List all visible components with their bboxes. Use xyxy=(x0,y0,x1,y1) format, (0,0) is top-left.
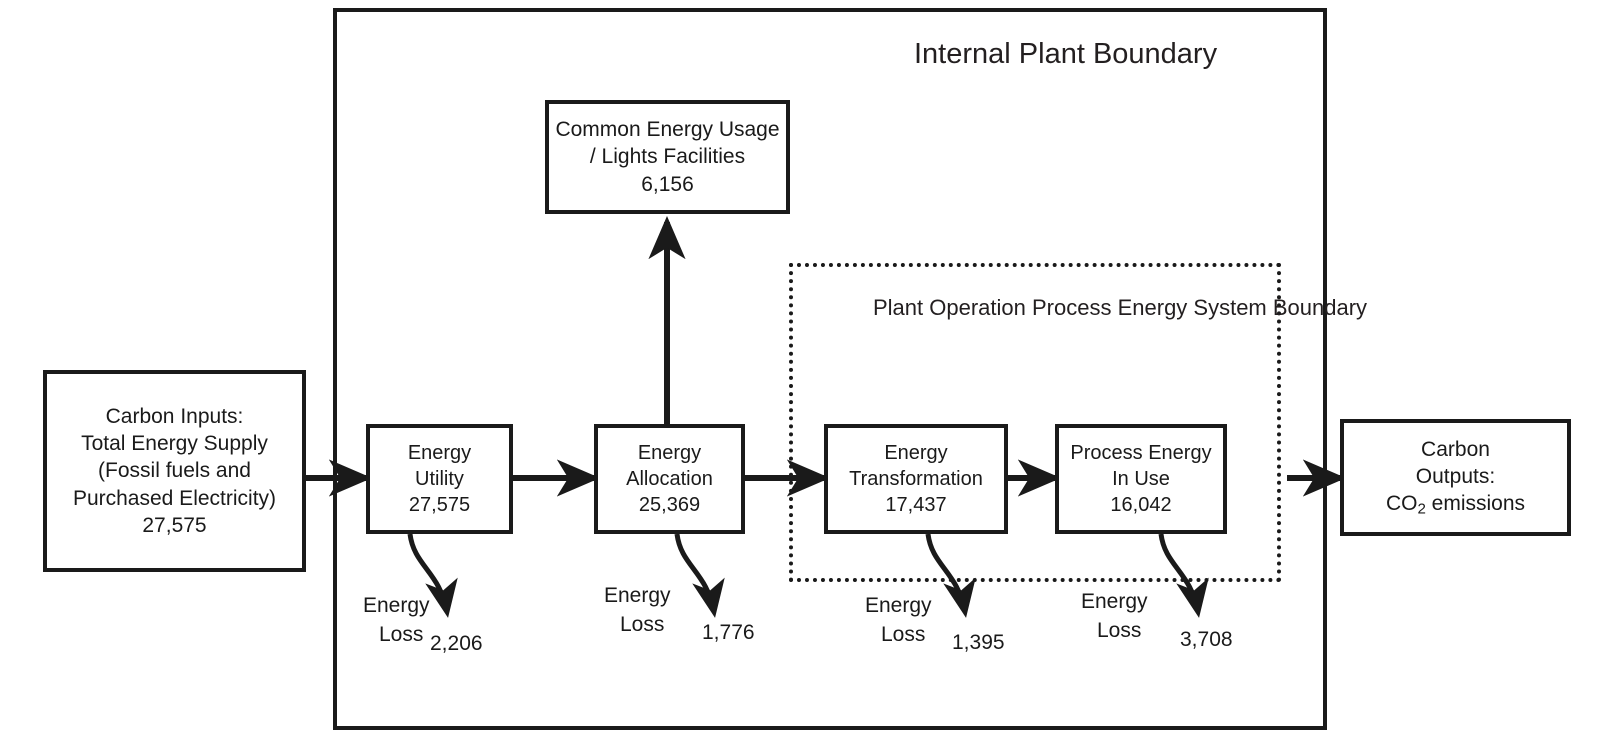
dotted-boundary-title-line2: Energy System Boundary xyxy=(1117,295,1368,320)
loss-transformation-word1: Energy xyxy=(865,594,932,617)
energy-transformation-line1: Energy xyxy=(884,442,948,464)
loss-label-allocation: Energy Loss xyxy=(604,582,671,640)
carbon-outputs-line3: CO2 emissions xyxy=(1386,490,1525,519)
carbon-inputs-value: 27,575 xyxy=(142,513,207,537)
energy-utility-line2: Utility xyxy=(415,468,464,490)
node-energy-allocation: Energy Allocation 25,369 xyxy=(594,424,745,534)
carbon-outputs-co2-pre: CO xyxy=(1385,492,1418,516)
node-process-energy-in-use: Process Energy In Use 16,042 xyxy=(1055,424,1227,534)
carbon-inputs-line4: Purchased Electricity) xyxy=(72,486,277,510)
internal-plant-boundary xyxy=(333,8,1327,730)
loss-value-utility: 2,206 xyxy=(430,632,483,655)
energy-transformation-value: 17,437 xyxy=(885,494,947,516)
plant-operation-process-boundary-title: Plant Operation Process Energy System Bo… xyxy=(873,293,1367,322)
process-energy-value: 16,042 xyxy=(1110,494,1172,516)
energy-utility-line1: Energy xyxy=(407,442,472,464)
loss-process-word1: Energy xyxy=(1081,590,1148,613)
carbon-inputs-line3: (Fossil fuels and xyxy=(98,459,251,483)
energy-allocation-line1: Energy xyxy=(637,442,702,464)
loss-allocation-word2: Loss xyxy=(620,612,665,636)
loss-label-process-energy: Energy Loss xyxy=(1081,588,1148,646)
internal-plant-boundary-title: Internal Plant Boundary xyxy=(914,38,1218,70)
energy-allocation-value: 25,369 xyxy=(638,494,701,516)
carbon-outputs-line1: Carbon xyxy=(1421,437,1490,461)
common-energy-value: 6,156 xyxy=(641,172,694,196)
loss-transformation-word2: Loss xyxy=(881,622,926,646)
process-energy-line1: Process Energy xyxy=(1070,442,1212,464)
loss-utility-word1: Energy xyxy=(363,594,430,617)
loss-label-utility: Energy Loss xyxy=(363,592,430,650)
node-carbon-outputs: Carbon Outputs: CO2 emissions xyxy=(1340,419,1571,536)
common-energy-line1: Common Energy Usage xyxy=(555,118,780,142)
loss-allocation-word1: Energy xyxy=(604,584,671,607)
energy-allocation-line2: Allocation xyxy=(626,468,713,490)
loss-label-transformation: Energy Loss xyxy=(865,592,932,650)
carbon-outputs-co2-subscript: 2 xyxy=(1417,500,1426,518)
plant-operation-process-boundary xyxy=(789,263,1281,582)
loss-value-allocation: 1,776 xyxy=(702,621,755,644)
loss-value-process-energy: 3,708 xyxy=(1180,628,1233,651)
loss-process-word2: Loss xyxy=(1097,618,1142,642)
node-energy-transformation: Energy Transformation 17,437 xyxy=(824,424,1008,534)
carbon-outputs-co2-post: emissions xyxy=(1425,492,1526,516)
energy-utility-value: 27,575 xyxy=(408,494,471,516)
carbon-outputs-line2: Outputs: xyxy=(1415,465,1496,489)
energy-transformation-line2: Transformation xyxy=(849,468,983,490)
node-energy-utility: Energy Utility 27,575 xyxy=(366,424,513,534)
loss-utility-word2: Loss xyxy=(379,622,424,646)
loss-value-transformation: 1,395 xyxy=(952,631,1005,654)
node-common-energy-usage: Common Energy Usage / Lights Facilities … xyxy=(545,100,790,214)
carbon-inputs-line1: Carbon Inputs: xyxy=(105,404,244,428)
carbon-inputs-line2: Total Energy Supply xyxy=(81,432,268,456)
process-energy-line2: In Use xyxy=(1112,468,1170,490)
common-energy-line2: / Lights Facilities xyxy=(589,145,746,169)
dotted-boundary-title-line1: Plant Operation Process xyxy=(873,295,1112,320)
node-carbon-inputs: Carbon Inputs: Total Energy Supply (Foss… xyxy=(43,370,306,572)
